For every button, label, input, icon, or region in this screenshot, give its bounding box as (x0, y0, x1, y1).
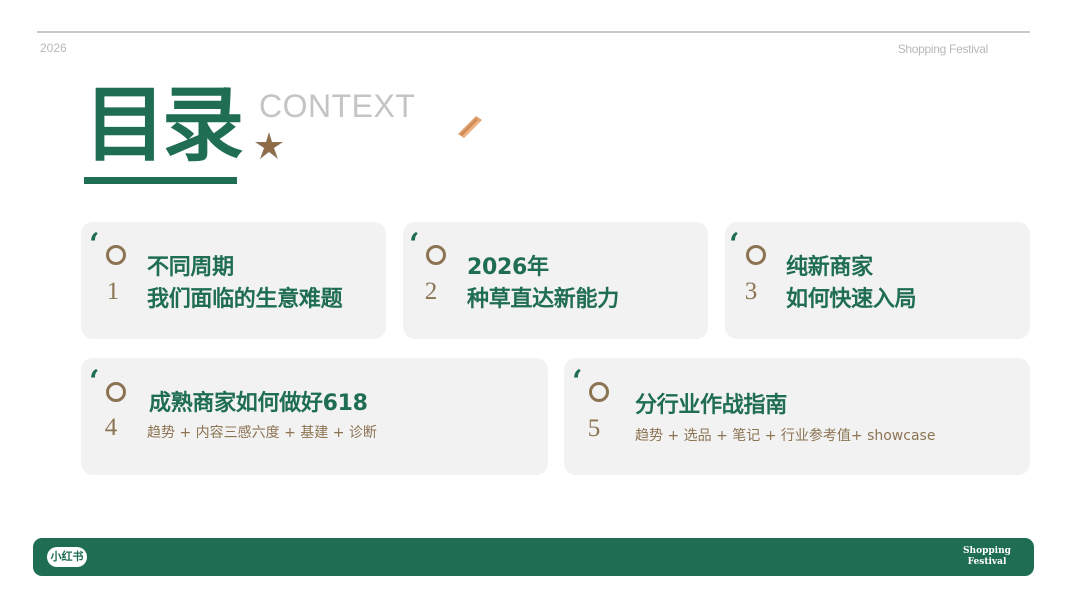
toc-card-1[interactable]: ‘ 1 不同周期 我们面临的生意难题 (81, 222, 386, 339)
card-title: 不同周期 (147, 255, 234, 280)
title-underline (84, 177, 237, 184)
ring-icon (746, 245, 766, 265)
toc-card-4[interactable]: ‘ 4 成熟商家如何做好618 趋势 + 内容三感六度 + 基建 + 诊断 (81, 358, 548, 475)
card-number: 1 (106, 278, 120, 305)
card-subtitle: 趋势 + 选品 + 笔记 + 行业参考值+ showcase (635, 428, 936, 444)
footer-label-line2: Festival (967, 557, 1007, 567)
card-title: 成熟商家如何做好618 (149, 391, 368, 416)
card-title: 2026年 (467, 255, 549, 280)
header-event: Shopping Festival (897, 42, 989, 56)
toc-card-3[interactable]: ‘ 3 纯新商家 如何快速入局 (725, 222, 1030, 339)
page-title: 目录 (84, 78, 244, 173)
footer-bar: 小红书 Shopping Festival (33, 538, 1034, 576)
footer-event-label: Shopping Festival (957, 546, 1017, 568)
card-title: 纯新商家 (786, 255, 873, 280)
quote-icon: ‘ (729, 227, 740, 262)
quote-icon: ‘ (572, 364, 583, 399)
quote-icon: ‘ (409, 227, 420, 262)
toc-card-2[interactable]: ‘ 2 2026年 种草直达新能力 (403, 222, 708, 339)
toc-card-5[interactable]: ‘ 5 分行业作战指南 趋势 + 选品 + 笔记 + 行业参考值+ showca… (564, 358, 1030, 475)
ring-icon (589, 382, 609, 402)
card-title: 分行业作战指南 (635, 393, 787, 418)
card-number: 2 (424, 278, 438, 305)
card-number: 4 (104, 414, 118, 441)
card-subtitle: 趋势 + 内容三感六度 + 基建 + 诊断 (147, 425, 377, 441)
card-title-line2: 我们面临的生意难题 (147, 287, 343, 312)
brush-stroke-icon (458, 116, 482, 138)
ring-icon (106, 382, 126, 402)
ring-icon (106, 245, 126, 265)
page-subtitle: CONTEXT (259, 88, 416, 124)
brand-logo: 小红书 (47, 547, 87, 567)
card-title-line2: 种草直达新能力 (467, 287, 619, 312)
ring-icon (426, 245, 446, 265)
card-number: 5 (587, 415, 601, 442)
card-number: 3 (744, 278, 758, 305)
quote-icon: ‘ (89, 227, 100, 262)
header-year: 2026 (40, 41, 67, 55)
top-divider (37, 31, 1030, 33)
star-icon (255, 132, 283, 159)
quote-icon: ‘ (89, 364, 100, 399)
footer-label-line1: Shopping (963, 546, 1011, 556)
card-title-line2: 如何快速入局 (786, 287, 917, 312)
